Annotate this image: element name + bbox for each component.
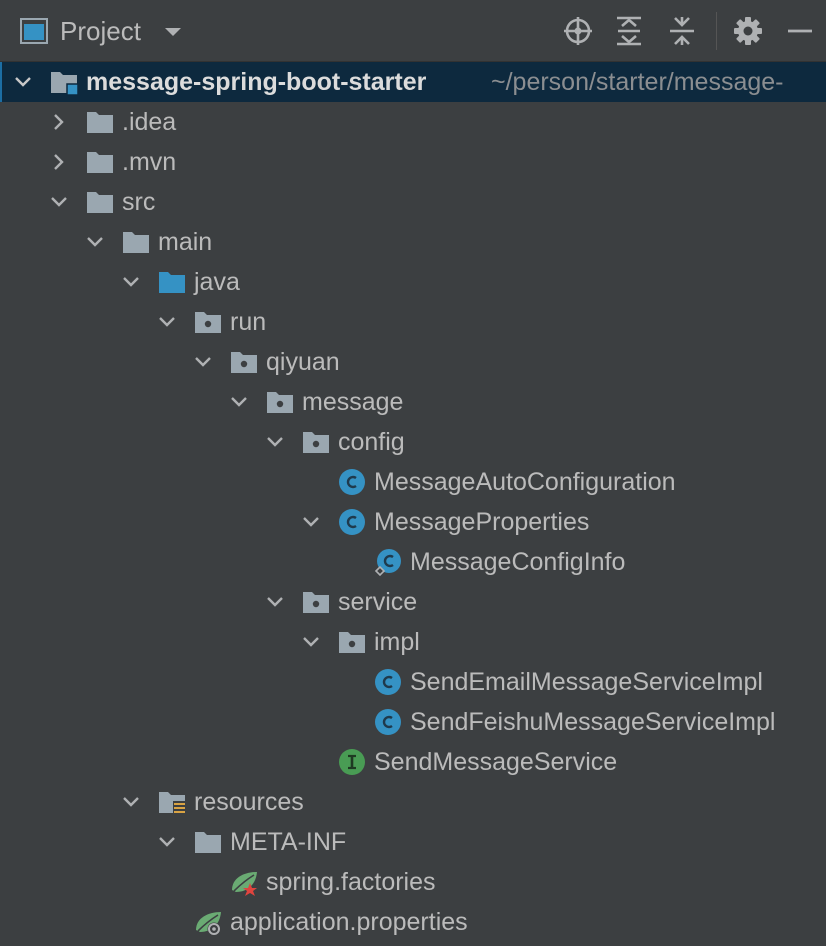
tree-item-label: config bbox=[338, 428, 405, 456]
tree-item-label: MessageProperties bbox=[374, 508, 590, 536]
class-icon bbox=[375, 709, 401, 735]
folder-icon bbox=[123, 232, 149, 253]
package-icon bbox=[303, 432, 329, 453]
chevron-down-icon[interactable] bbox=[230, 393, 248, 411]
inner-class-icon bbox=[374, 549, 401, 576]
class-icon bbox=[375, 669, 401, 695]
spring-factories-icon bbox=[232, 872, 257, 896]
tree-row-src[interactable]: src bbox=[0, 182, 826, 222]
tree-item-label: .idea bbox=[122, 108, 177, 136]
chevron-down-icon[interactable] bbox=[194, 353, 212, 371]
tree-item-label: MessageAutoConfiguration bbox=[374, 468, 676, 496]
tree-item-label: impl bbox=[374, 628, 420, 656]
tree-row-main[interactable]: main bbox=[0, 222, 826, 262]
folder-icon bbox=[195, 832, 221, 853]
package-icon bbox=[267, 392, 293, 413]
tree-row-send-email-message-service-impl[interactable]: SendEmailMessageServiceImpl bbox=[0, 662, 826, 702]
tree-item-label: spring.factories bbox=[266, 868, 436, 896]
package-icon bbox=[231, 352, 257, 373]
chevron-down-icon[interactable] bbox=[164, 27, 182, 37]
class-icon bbox=[339, 469, 365, 495]
tree-item-label: message bbox=[302, 388, 404, 416]
source-folder-icon bbox=[159, 272, 185, 293]
tree-row-java[interactable]: java bbox=[0, 262, 826, 302]
tree-item-label: java bbox=[194, 268, 240, 296]
tree-item-label: META-INF bbox=[230, 828, 347, 856]
expand-all-icon[interactable] bbox=[612, 14, 646, 48]
chevron-down-icon[interactable] bbox=[158, 313, 176, 331]
package-icon bbox=[339, 632, 365, 653]
package-icon bbox=[303, 592, 329, 613]
tree-item-label: message-spring-boot-starter bbox=[86, 68, 427, 96]
tree-row-message-auto-configuration[interactable]: MessageAutoConfiguration bbox=[0, 462, 826, 502]
folder-icon bbox=[87, 192, 113, 213]
tree-item-label: main bbox=[158, 228, 213, 256]
tree-row-mvn[interactable]: .mvn bbox=[0, 142, 826, 182]
tree-row-send-feishu-message-service-impl[interactable]: SendFeishuMessageServiceImpl bbox=[0, 702, 826, 742]
tree-item-label: SendEmailMessageServiceImpl bbox=[410, 668, 763, 696]
chevron-right-icon[interactable] bbox=[50, 113, 68, 131]
tree-row-project-root[interactable]: message-spring-boot-starter ~/person/sta… bbox=[0, 62, 826, 102]
tree-row-impl[interactable]: impl bbox=[0, 622, 826, 662]
chevron-down-icon[interactable] bbox=[266, 593, 284, 611]
chevron-down-icon[interactable] bbox=[158, 833, 176, 851]
tree-row-resources[interactable]: resources bbox=[0, 782, 826, 822]
tree-item-label: resources bbox=[194, 788, 304, 816]
tree-row-qiyuan[interactable]: qiyuan bbox=[0, 342, 826, 382]
chevron-right-icon[interactable] bbox=[50, 153, 68, 171]
tree-item-label: run bbox=[230, 308, 267, 336]
chevron-down-icon[interactable] bbox=[14, 73, 32, 91]
chevron-down-icon[interactable] bbox=[122, 273, 140, 291]
resources-folder-icon bbox=[159, 792, 185, 815]
class-icon bbox=[339, 509, 365, 535]
tree-item-label: application.properties bbox=[230, 908, 468, 936]
collapse-all-icon[interactable] bbox=[665, 14, 699, 48]
gear-icon[interactable] bbox=[731, 14, 765, 48]
spring-properties-icon bbox=[196, 912, 221, 936]
tree-item-label: SendMessageService bbox=[374, 748, 618, 776]
tree-row-send-message-service[interactable]: SendMessageService bbox=[0, 742, 826, 782]
folder-icon bbox=[87, 112, 113, 133]
project-toolbar: Project bbox=[0, 0, 826, 62]
tree-row-meta-inf[interactable]: META-INF bbox=[0, 822, 826, 862]
tree-item-label: .mvn bbox=[122, 148, 177, 176]
chevron-down-icon[interactable] bbox=[122, 793, 140, 811]
tree-row-idea[interactable]: .idea bbox=[0, 102, 826, 142]
chevron-down-icon[interactable] bbox=[302, 633, 320, 651]
tree-item-label: qiyuan bbox=[266, 348, 340, 376]
project-view-title[interactable]: Project bbox=[60, 16, 141, 46]
interface-icon bbox=[339, 749, 365, 775]
tree-row-message[interactable]: message bbox=[0, 382, 826, 422]
tree-row-application-properties[interactable]: application.properties bbox=[0, 902, 826, 942]
tree-row-spring-factories[interactable]: spring.factories bbox=[0, 862, 826, 902]
tree-item-label: service bbox=[338, 588, 418, 616]
toolbar-separator bbox=[716, 12, 717, 50]
tree-item-label: SendFeishuMessageServiceImpl bbox=[410, 708, 776, 736]
folder-icon bbox=[87, 152, 113, 173]
package-icon bbox=[195, 312, 221, 333]
tree-row-config[interactable]: config bbox=[0, 422, 826, 462]
module-folder-icon bbox=[51, 72, 78, 96]
tree-row-message-config-info[interactable]: MessageConfigInfo bbox=[0, 542, 826, 582]
chevron-down-icon[interactable] bbox=[302, 513, 320, 531]
project-path: ~/person/starter/message- bbox=[491, 68, 784, 96]
tree-item-label: MessageConfigInfo bbox=[410, 548, 626, 576]
locate-icon[interactable] bbox=[561, 14, 595, 48]
tree-row-run[interactable]: run bbox=[0, 302, 826, 342]
tree-row-service[interactable]: service bbox=[0, 582, 826, 622]
chevron-down-icon[interactable] bbox=[50, 193, 68, 211]
chevron-down-icon[interactable] bbox=[86, 233, 104, 251]
chevron-down-icon[interactable] bbox=[266, 433, 284, 451]
tree-row-message-properties[interactable]: MessageProperties bbox=[0, 502, 826, 542]
project-window-icon bbox=[20, 18, 48, 44]
minimize-icon[interactable] bbox=[783, 14, 817, 48]
tree-item-label: src bbox=[122, 188, 156, 216]
